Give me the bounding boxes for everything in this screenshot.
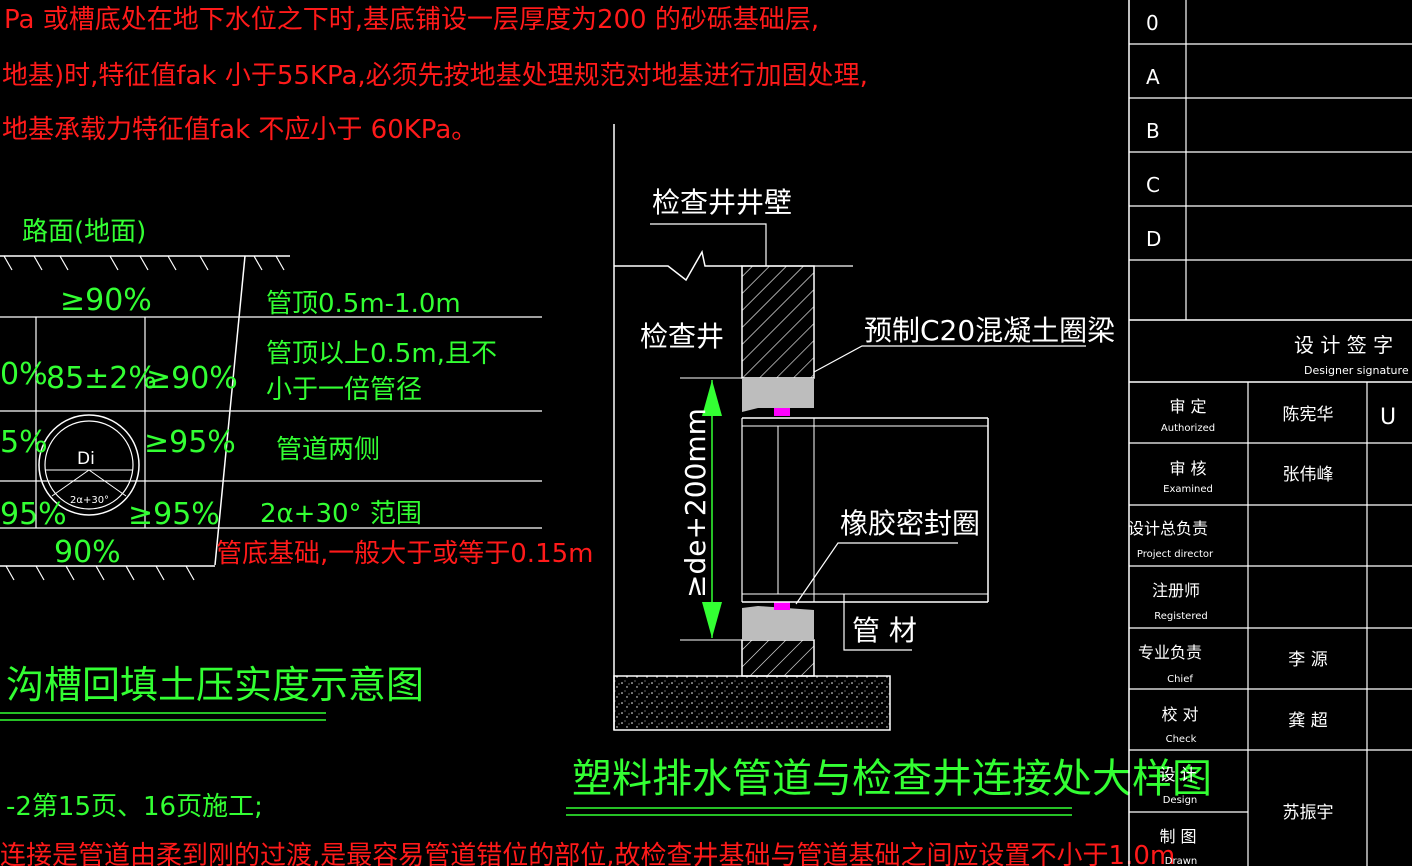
- pipe-diameter-label: Di: [77, 449, 95, 469]
- revision-d: D: [1146, 227, 1161, 251]
- compaction-mid-left: 0%: [0, 357, 48, 392]
- zone-label-2a: 管顶以上0.5m,且不: [266, 339, 497, 369]
- beam-label: 预制C20混凝土圈梁: [864, 314, 1115, 347]
- compaction-top: ≥90%: [60, 283, 152, 318]
- road-label: 路面(地面): [22, 217, 146, 247]
- ground-hatch-top: [3, 255, 285, 271]
- compaction-mid-center: 85±2%: [46, 361, 157, 396]
- zone-label-2b: 小于一倍管径: [266, 375, 422, 405]
- role-project-director-en: Project director: [1137, 549, 1214, 560]
- compaction-side-left: 5%: [0, 425, 48, 460]
- dimension-label: ≥de+200mm: [679, 408, 712, 598]
- bottom-note-2: 连接是管道由柔到刚的过渡,是最容易管道错位的部位,故检查井基础与管道基础之间应设…: [0, 841, 1175, 866]
- title-block: 0 A B C D 设 计 签 字 Designer signature U 审…: [1128, 0, 1412, 866]
- pipe-outer: [38, 414, 140, 516]
- name-chief: 李 源: [1288, 650, 1327, 670]
- detail-title: 塑料排水管道与检查井连接处大样图: [572, 756, 1212, 802]
- role-project-director: 设计总负责: [1128, 519, 1208, 538]
- pipe-material-label: 管 材: [852, 614, 917, 647]
- pipe-inner: [44, 420, 134, 510]
- note-line-1: Pa 或槽底处在地下水位之下时,基底铺设一层厚度为200 的砂砾基础层,: [4, 5, 819, 35]
- zone-label-5: 管底基础,一般大于或等于0.15m: [216, 539, 593, 569]
- role-examined: 审 核: [1169, 459, 1206, 478]
- lower-ring-beam: [742, 606, 814, 640]
- lower-seal: [774, 602, 790, 610]
- revision-b: B: [1146, 119, 1160, 143]
- compaction-bottom-right: ≥95%: [128, 497, 220, 532]
- role-chief: 专业负责: [1138, 643, 1202, 662]
- zone-label-3: 管道两侧: [276, 435, 380, 465]
- name-design: 苏振宇: [1283, 803, 1334, 823]
- role-examined-en: Examined: [1163, 484, 1213, 495]
- role-authorized: 审 定: [1169, 397, 1206, 416]
- name-authorized: 陈宪华: [1283, 405, 1334, 425]
- compaction-mid-right: ≥90%: [146, 361, 238, 396]
- revision-c: C: [1146, 173, 1160, 197]
- dimension-arrow-bottom: [702, 602, 722, 638]
- role-registered: 注册师: [1152, 581, 1200, 600]
- note-line-2: 地基)时,特征值fak 小于55KPa,必须先按地基处理规范对地基进行加固处理,: [2, 61, 868, 91]
- zone-label-4: 2α+30° 范围: [260, 499, 422, 529]
- trench-section: 路面(地面) Di 2α+30° ≥90% 0% 85±2% ≥90% 5%: [0, 217, 593, 721]
- well-label: 检查井: [640, 320, 724, 353]
- role-authorized-en: Authorized: [1161, 423, 1215, 434]
- role-design: 设 计: [1159, 765, 1196, 784]
- role-check: 校 对: [1161, 705, 1198, 724]
- seal-label: 橡胶密封圈: [840, 507, 980, 540]
- role-drawn-en: Drawn: [1165, 856, 1197, 866]
- compaction-base: 90%: [54, 535, 121, 570]
- role-chief-en: Chief: [1167, 674, 1193, 685]
- break-line: [614, 249, 742, 282]
- signature-subtitle: Designer signature: [1304, 364, 1409, 377]
- angle-label: 2α+30°: [70, 495, 109, 506]
- gravel-base: [613, 675, 891, 731]
- compaction-bottom-left: 95%: [0, 497, 67, 532]
- right-edge-char: U: [1380, 405, 1396, 430]
- role-registered-en: Registered: [1154, 611, 1207, 622]
- role-drawn: 制 图: [1159, 827, 1196, 846]
- name-examined: 张伟峰: [1283, 465, 1334, 485]
- compaction-side-right: ≥95%: [144, 425, 236, 460]
- zone-label-1: 管顶0.5m-1.0m: [266, 289, 461, 319]
- role-design-en: Design: [1163, 795, 1198, 806]
- manhole-detail: 检查井井壁 检查井 ≥de+200mm 预制C20混凝土圈梁 橡胶密封圈 管 材…: [566, 124, 1212, 816]
- wall-label: 检查井井壁: [652, 186, 792, 219]
- dimension-arrow-top: [702, 380, 722, 416]
- ground-hatch-bottom: [5, 565, 195, 581]
- upper-ring-beam: [742, 378, 814, 412]
- lower-wall-hatch: [741, 639, 815, 677]
- upper-wall-hatch: [741, 265, 815, 379]
- revision-a: A: [1146, 65, 1160, 89]
- bottom-note-1: -2第15页、16页施工;: [6, 792, 263, 822]
- note-line-3: 地基承载力特征值fak 不应小于 60KPa。: [2, 115, 477, 145]
- upper-seal: [774, 408, 790, 416]
- signature-title: 设 计 签 字: [1294, 333, 1393, 357]
- name-check: 龚 超: [1288, 711, 1327, 731]
- trench-title: 沟槽回填土压实度示意图: [6, 663, 424, 707]
- role-check-en: Check: [1166, 734, 1197, 745]
- revision-0: 0: [1146, 11, 1159, 35]
